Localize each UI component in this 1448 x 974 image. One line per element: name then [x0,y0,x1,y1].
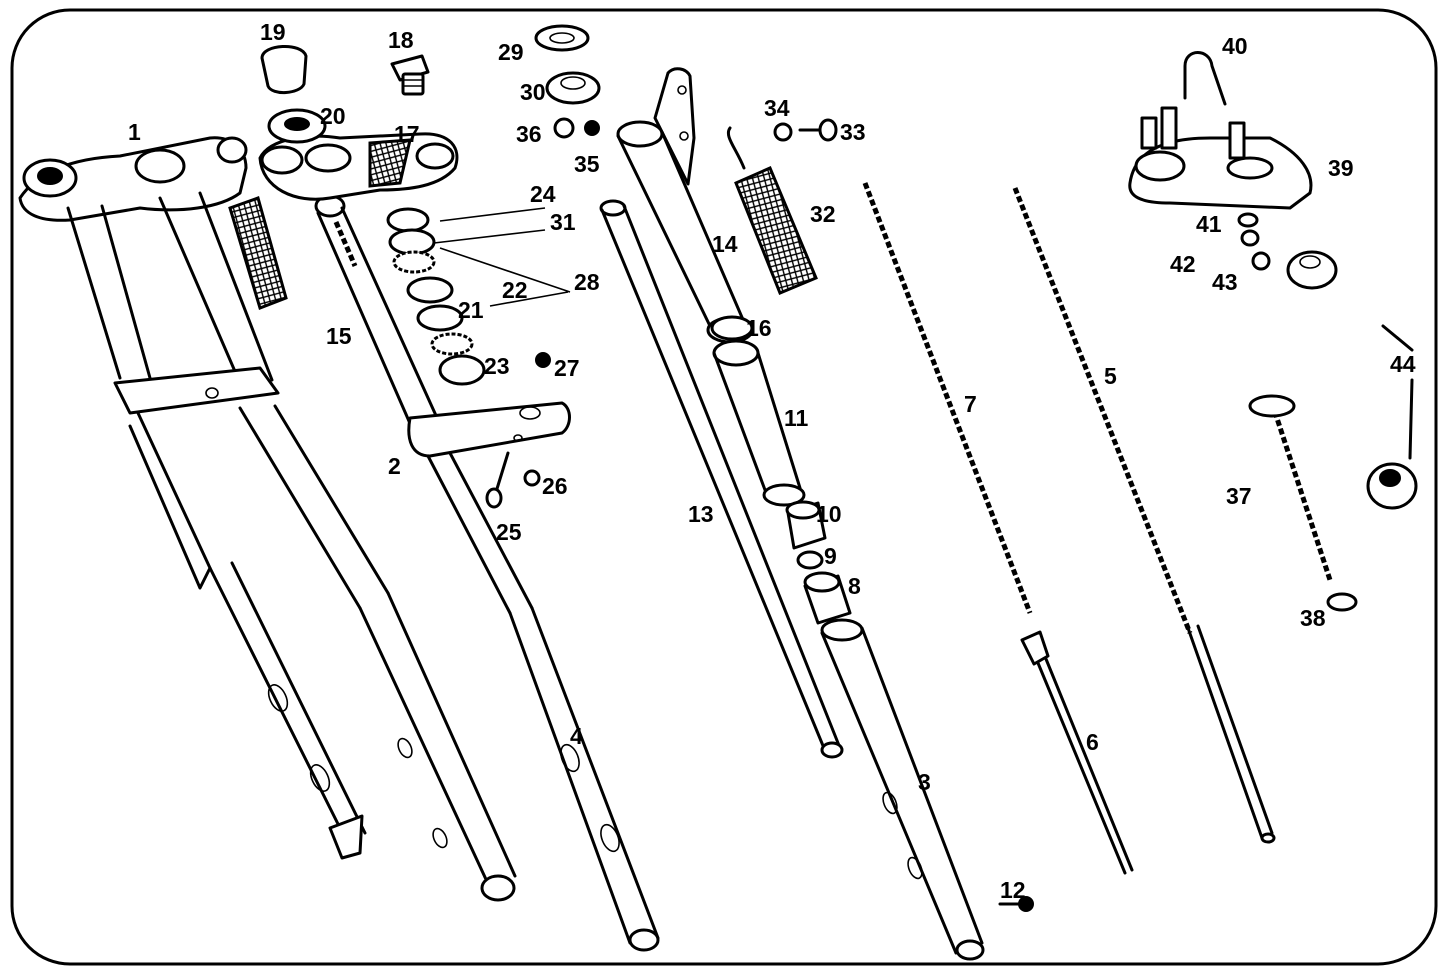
part-34-washer [773,122,793,142]
callout-2: 2 [388,453,401,479]
callout-27: 27 [554,355,580,381]
part-16-ring [710,315,754,341]
callout-28: 28 [574,269,600,295]
callout-14: 14 [712,231,738,257]
callout-34: 34 [764,95,790,121]
callout-44: 44 [1390,351,1416,377]
callout-22: 22 [502,277,528,303]
callout-37: 37 [1226,483,1252,509]
part-37-gaiter [1248,394,1333,581]
part-9-washer [796,550,824,570]
callout-11: 11 [784,405,809,431]
callout-4: 4 [570,723,583,749]
callout-43: 43 [1212,269,1238,295]
callout-38: 38 [1300,605,1326,631]
callout-19: 19 [260,19,286,45]
part-32-reflector [727,126,818,295]
part-40-u-bolt [1183,51,1227,106]
callout-16: 16 [746,315,772,341]
part-26-nut [523,469,541,487]
part-11-sleeve [712,339,806,507]
callout-31: 31 [550,209,576,235]
part-43-nut [1251,251,1271,271]
part-41-washer [1237,212,1259,228]
callout-36: 36 [516,121,542,147]
part-27-nut [535,352,551,368]
part-17-top-bracket [258,132,459,201]
callout-24: 24 [530,181,556,207]
part-20-nut [267,108,327,144]
part-18-bolt [390,54,430,96]
part-35-washer [584,120,600,136]
fork-exploded-diagram: 1 2 3 4 5 6 7 8 9 10 11 12 13 14 15 16 1… [10,8,1438,966]
callout-41: 41 [1196,211,1222,237]
callout-12: 12 [1000,877,1026,903]
part-43-cap [1286,250,1338,290]
part-25-bolt [485,451,510,509]
callout-33: 33 [840,119,866,145]
part-36-nut [553,117,575,139]
callout-26: 26 [542,473,568,499]
part-19-cap [260,44,308,94]
callout-5: 5 [1104,363,1117,389]
callout-9: 9 [824,543,837,569]
part-5-spring-rod [1012,187,1276,844]
part-15-2-stem-assembly [314,194,660,952]
part-8-bush [803,571,852,625]
callout-23: 23 [484,353,510,379]
part-3-slider [820,618,985,961]
callout-17: 17 [394,121,420,147]
part-6-rod [1020,630,1134,875]
part-29-washer [534,24,590,52]
callout-3: 3 [918,769,931,795]
part-12-screw [998,896,1034,912]
callout-42: 42 [1170,251,1196,277]
part-13-long-rod [599,199,844,759]
callout-18: 18 [388,27,414,53]
part-39-bracket [1128,106,1313,210]
diagram-frame: 1 2 3 4 5 6 7 8 9 10 11 12 13 14 15 16 1… [10,8,1438,966]
leader-lines [433,207,571,307]
callout-25: 25 [496,519,522,545]
diagram-border [10,8,1438,966]
callout-1: 1 [128,119,141,145]
callout-40: 40 [1222,33,1248,59]
part-1-fork-assembly [18,136,517,902]
callout-10: 10 [816,501,842,527]
part-38-clip [1326,592,1358,612]
part-33-bolt [798,118,838,142]
callout-39: 39 [1328,155,1354,181]
part-7-spring [862,182,1033,614]
part-14-upper-tube [616,67,754,344]
callout-29: 29 [498,39,524,65]
callout-labels: 1 2 3 4 5 6 7 8 9 10 11 12 13 14 15 16 1… [128,19,1416,903]
callout-8: 8 [848,573,861,599]
callout-21: 21 [458,297,484,323]
part-44-cap [1366,324,1418,510]
callout-13: 13 [688,501,714,527]
callout-15: 15 [326,323,352,349]
part-10-bush [785,500,827,550]
part-42-nut [1240,229,1260,247]
callout-6: 6 [1086,729,1099,755]
callout-35: 35 [574,151,600,177]
bearing-stack-22-21-23 [406,276,486,386]
callout-32: 32 [810,201,836,227]
part-30-nut [545,71,601,105]
callout-30: 30 [520,79,546,105]
callout-7: 7 [964,391,977,417]
bearing-stack-24-31-28 [386,207,436,274]
callout-20: 20 [320,103,346,129]
